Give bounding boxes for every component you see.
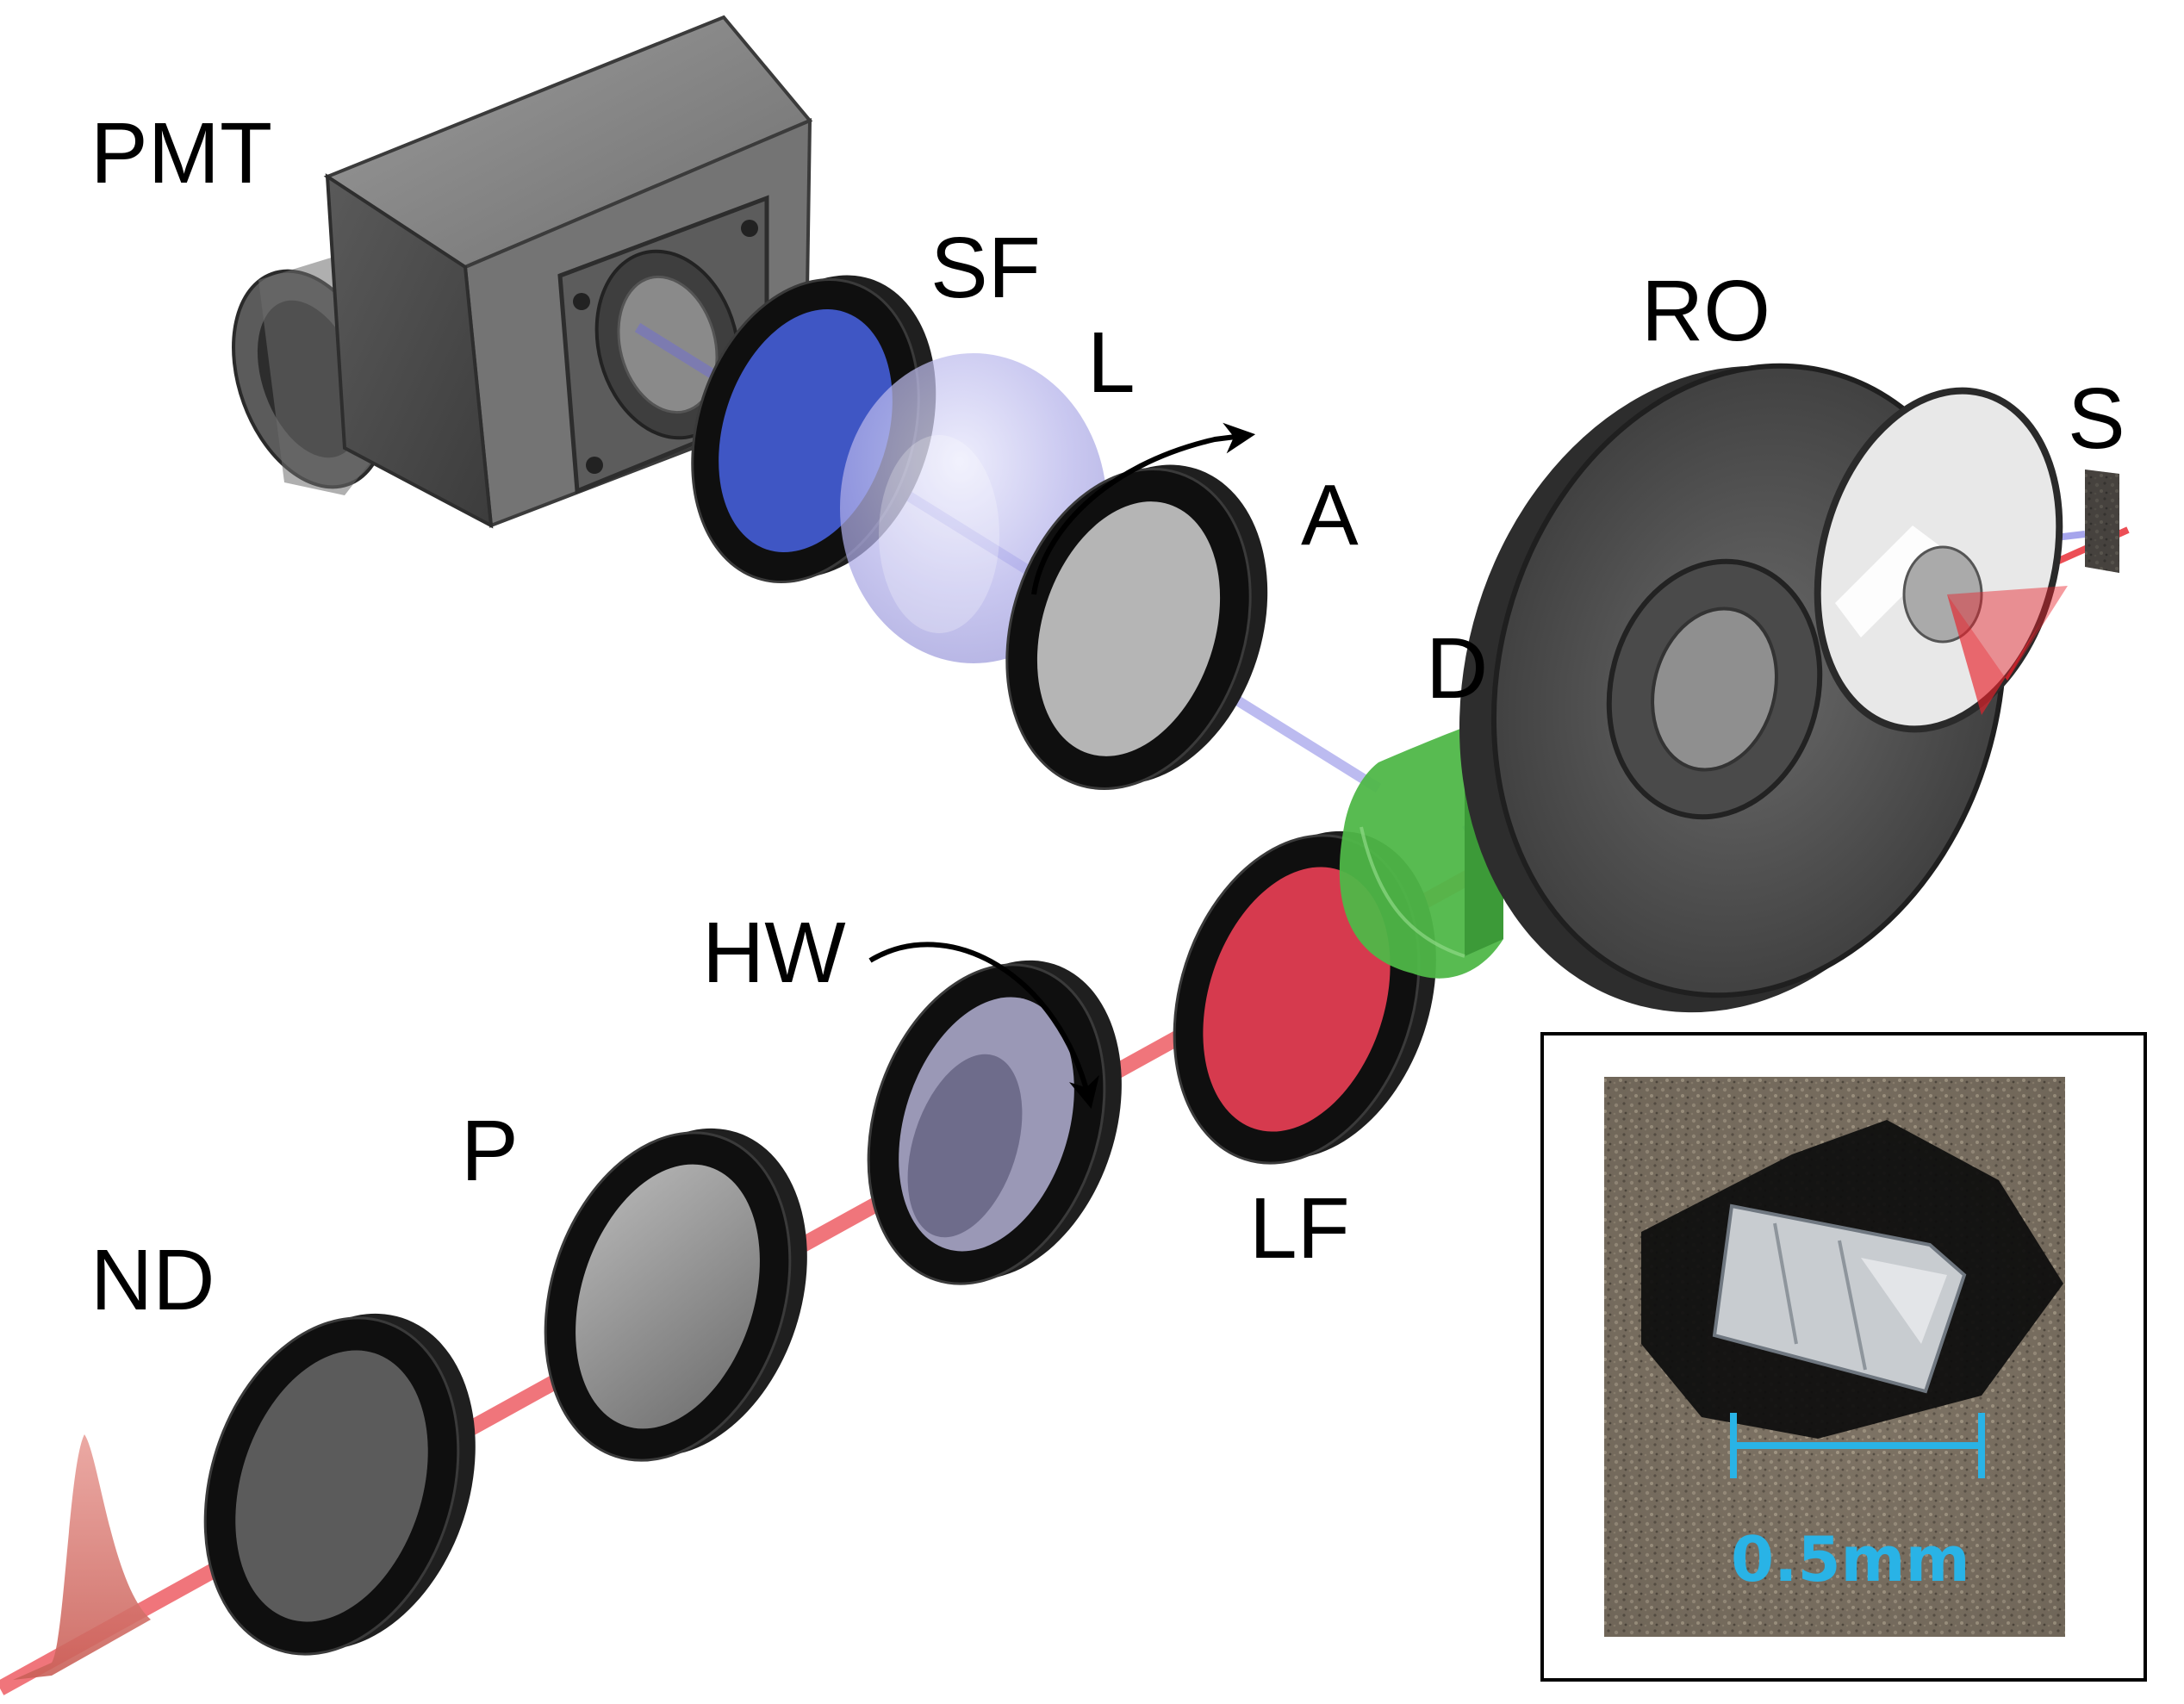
label-hw: HW xyxy=(702,905,846,1001)
pmt-detector xyxy=(232,15,813,529)
half-wave-plate xyxy=(867,960,1122,1285)
laser-pulse-shape xyxy=(13,1434,151,1680)
label-lf: LF xyxy=(1249,1180,1350,1277)
label-p: P xyxy=(461,1103,519,1199)
label-a: A xyxy=(1301,467,1359,563)
half-wave-rotation-arrow xyxy=(868,942,1099,1110)
crystal-body xyxy=(1712,1203,1967,1394)
label-nd: ND xyxy=(90,1232,215,1328)
crystal-micrograph-inset: 0.5mm xyxy=(1540,1032,2147,1682)
analyzer-rotation-arrow xyxy=(1031,422,1256,595)
analyzer xyxy=(1005,464,1268,790)
sample xyxy=(2085,470,2119,573)
nd-filter xyxy=(203,1313,476,1656)
polarizer xyxy=(544,1128,807,1462)
label-ro: RO xyxy=(1641,263,1770,359)
reflective-objective xyxy=(1459,363,2068,1013)
label-s: S xyxy=(2068,370,2125,467)
scale-bar xyxy=(1730,1413,1985,1478)
label-l: L xyxy=(1087,314,1136,411)
label-pmt: PMT xyxy=(90,105,272,202)
label-sf: SF xyxy=(930,220,1041,316)
label-d: D xyxy=(1426,620,1488,717)
scale-bar-label: 0.5mm xyxy=(1731,1523,1970,1595)
